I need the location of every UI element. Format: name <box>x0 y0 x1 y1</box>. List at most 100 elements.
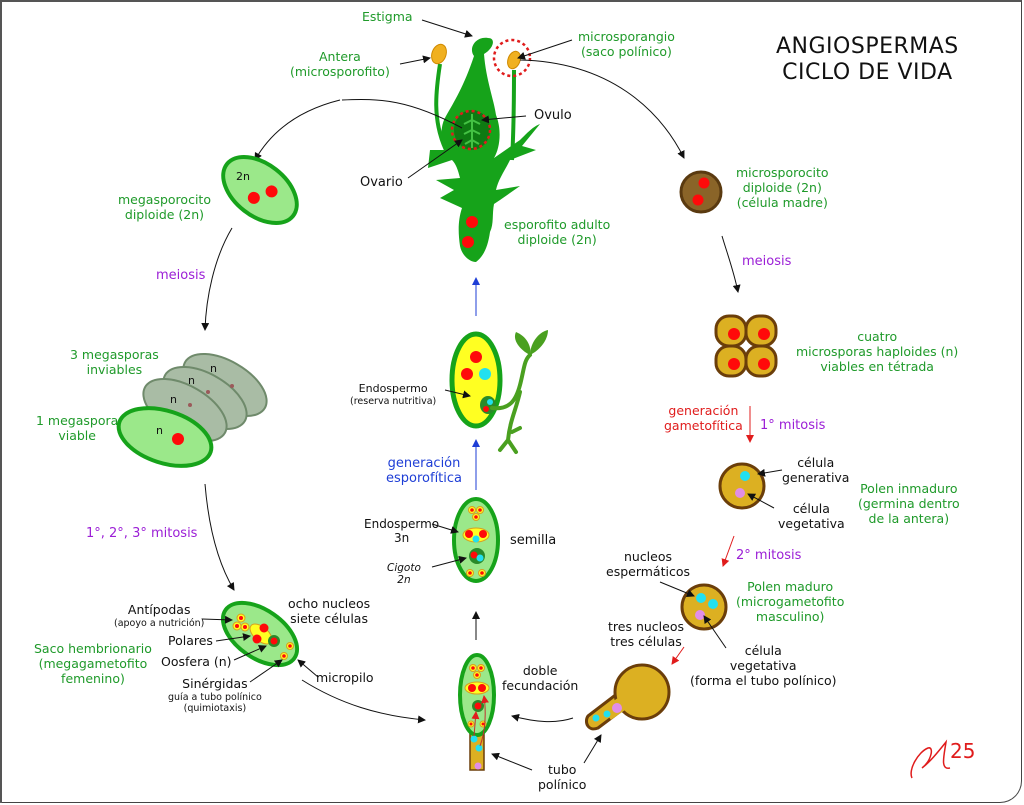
pointer <box>201 615 233 624</box>
pointer <box>399 55 431 65</box>
label-line: 3 megasporas <box>70 347 159 362</box>
label-line: siete células <box>290 610 368 626</box>
label-ocho-nucleos: ocho nucleos siete células <box>288 596 371 627</box>
label-note: (reserva nutritiva) <box>350 395 437 407</box>
pointer <box>215 633 251 642</box>
label-line: (forma el tubo polínico) <box>690 672 837 688</box>
label-line: generativa <box>782 469 850 485</box>
label-line: microsporangio <box>578 29 675 44</box>
pointer <box>249 659 283 683</box>
tetrad <box>714 314 778 378</box>
label-esporofito: esporofito adulto diploide (2n) <box>504 217 610 248</box>
label-saco-hembrionario: Saco hembrionario (megagametofito femeni… <box>34 641 152 686</box>
pointer <box>491 752 533 771</box>
label-megasporas-inviables: 3 megasporas inviables <box>70 347 159 378</box>
megasporocyte-ploidy: 2n <box>236 170 250 183</box>
label-polen-maduro: Polen maduro (microgametofito masculino) <box>736 579 845 624</box>
label-line: esporofítica <box>386 471 463 487</box>
left-stamen-filament <box>434 63 448 151</box>
label-line: Polen maduro <box>747 579 834 594</box>
label-mitosis-2: 2° mitosis <box>736 548 802 563</box>
pointer <box>421 19 473 38</box>
label-line: Endospermo <box>358 382 428 395</box>
label-line: 2n <box>397 574 411 587</box>
pointer <box>659 581 695 598</box>
ploidy-label: n <box>188 374 195 387</box>
pointer <box>703 615 727 649</box>
label-micropilo: micropilo <box>316 670 374 685</box>
label-line: generación <box>387 456 461 471</box>
diagram-title: ANGIOSPERMAS CICLO DE VIDA <box>776 34 959 87</box>
label-line: 3n <box>393 531 410 546</box>
title-line-2: CICLO DE VIDA <box>782 60 953 86</box>
label-line: fecundación <box>502 677 579 693</box>
label-line: Cigoto <box>387 562 421 574</box>
label-antipodas: Antípodas (apoyo a nutrición) <box>114 602 204 629</box>
label-tetrada: cuatro microsporas haploides (n) viables… <box>796 329 958 374</box>
label-mitosis-female: 1°, 2°, 3° mitosis <box>86 526 198 541</box>
label-line: de la antera) <box>868 510 950 526</box>
pointer <box>233 645 267 661</box>
label-cigoto: Cigoto 2n <box>387 562 421 587</box>
pointer <box>517 39 573 60</box>
signature-year: 25 <box>950 739 975 763</box>
label-polen-inmaduro: Polen inmaduro (germina dentro de la ant… <box>858 481 960 526</box>
label-line: (germina dentro <box>858 495 960 511</box>
label-line: (microgametofito <box>736 593 845 609</box>
label-generacion-esporofitica: generación esporofítica <box>386 456 462 487</box>
label-megasporocito: megasporocito diploide (2n) <box>118 192 211 223</box>
label-meiosis-male: meiosis <box>742 254 792 269</box>
label-line: diploide (2n) <box>742 179 822 195</box>
label-line: doble <box>522 663 558 678</box>
mature-pollen <box>680 583 728 631</box>
label-microsporocito: microsporocito diploide (2n) (célula mad… <box>736 165 829 210</box>
cycle-arrow <box>721 235 741 293</box>
label-endospermo-3n: Endospermo 3n <box>364 517 439 545</box>
ploidy-label: n <box>170 393 177 406</box>
label-ovario: Ovario <box>360 175 403 190</box>
anther-left <box>431 43 447 65</box>
label-line: célula <box>792 501 830 516</box>
gametophytic-arrow <box>671 646 685 665</box>
pointer <box>297 659 319 678</box>
label-endospermo: Endospermo (reserva nutritiva) <box>350 382 437 407</box>
label-line: 1 megaspora <box>36 413 119 428</box>
label-line: nucleos <box>623 549 673 564</box>
pointer <box>431 523 459 534</box>
label-line: generación <box>668 403 739 418</box>
label-line: diploide (2n) <box>124 206 205 222</box>
nucleus <box>466 216 478 228</box>
pointer <box>481 115 527 124</box>
viable-megaspore <box>116 406 214 468</box>
label-line: tres células <box>610 633 682 649</box>
label-line: Antípodas <box>127 602 191 617</box>
label-line: viables en tétrada <box>820 358 934 374</box>
label-note: (quimiotaxis) <box>183 702 247 714</box>
label-line: masculino) <box>755 608 825 624</box>
label-line: microsporocito <box>736 165 829 180</box>
label-line: Saco hembrionario <box>34 641 152 656</box>
label-microsporangio: microsporangio (saco polínico) <box>578 29 675 60</box>
label-doble-fecundacion: doble fecundación <box>502 663 579 694</box>
title-line-1: ANGIOSPERMAS <box>776 34 959 59</box>
label-line: polínico <box>538 776 587 792</box>
label-line: célula <box>744 643 782 658</box>
label-line: Endospermo <box>364 517 440 531</box>
label-line: ocho nucleos <box>288 596 371 611</box>
label-line: Antera <box>318 49 361 64</box>
label-line: megasporocito <box>118 192 211 207</box>
pointer <box>341 98 463 129</box>
cycle-arrow <box>204 483 235 591</box>
label-note: guía a tubo polínico <box>168 691 262 703</box>
nucleus <box>462 236 474 248</box>
signature-scribble <box>910 739 951 779</box>
cycle-arrow <box>254 99 341 161</box>
germinating-seed <box>449 330 548 454</box>
label-line: (saco polínico) <box>581 43 672 59</box>
microsporocyte <box>679 170 723 214</box>
label-line: vegetativa <box>778 515 845 531</box>
label-generacion-gametofitica: generación gametofítica <box>664 403 743 434</box>
label-meiosis-female: meiosis <box>156 268 206 283</box>
label-line: cuatro <box>857 329 898 344</box>
